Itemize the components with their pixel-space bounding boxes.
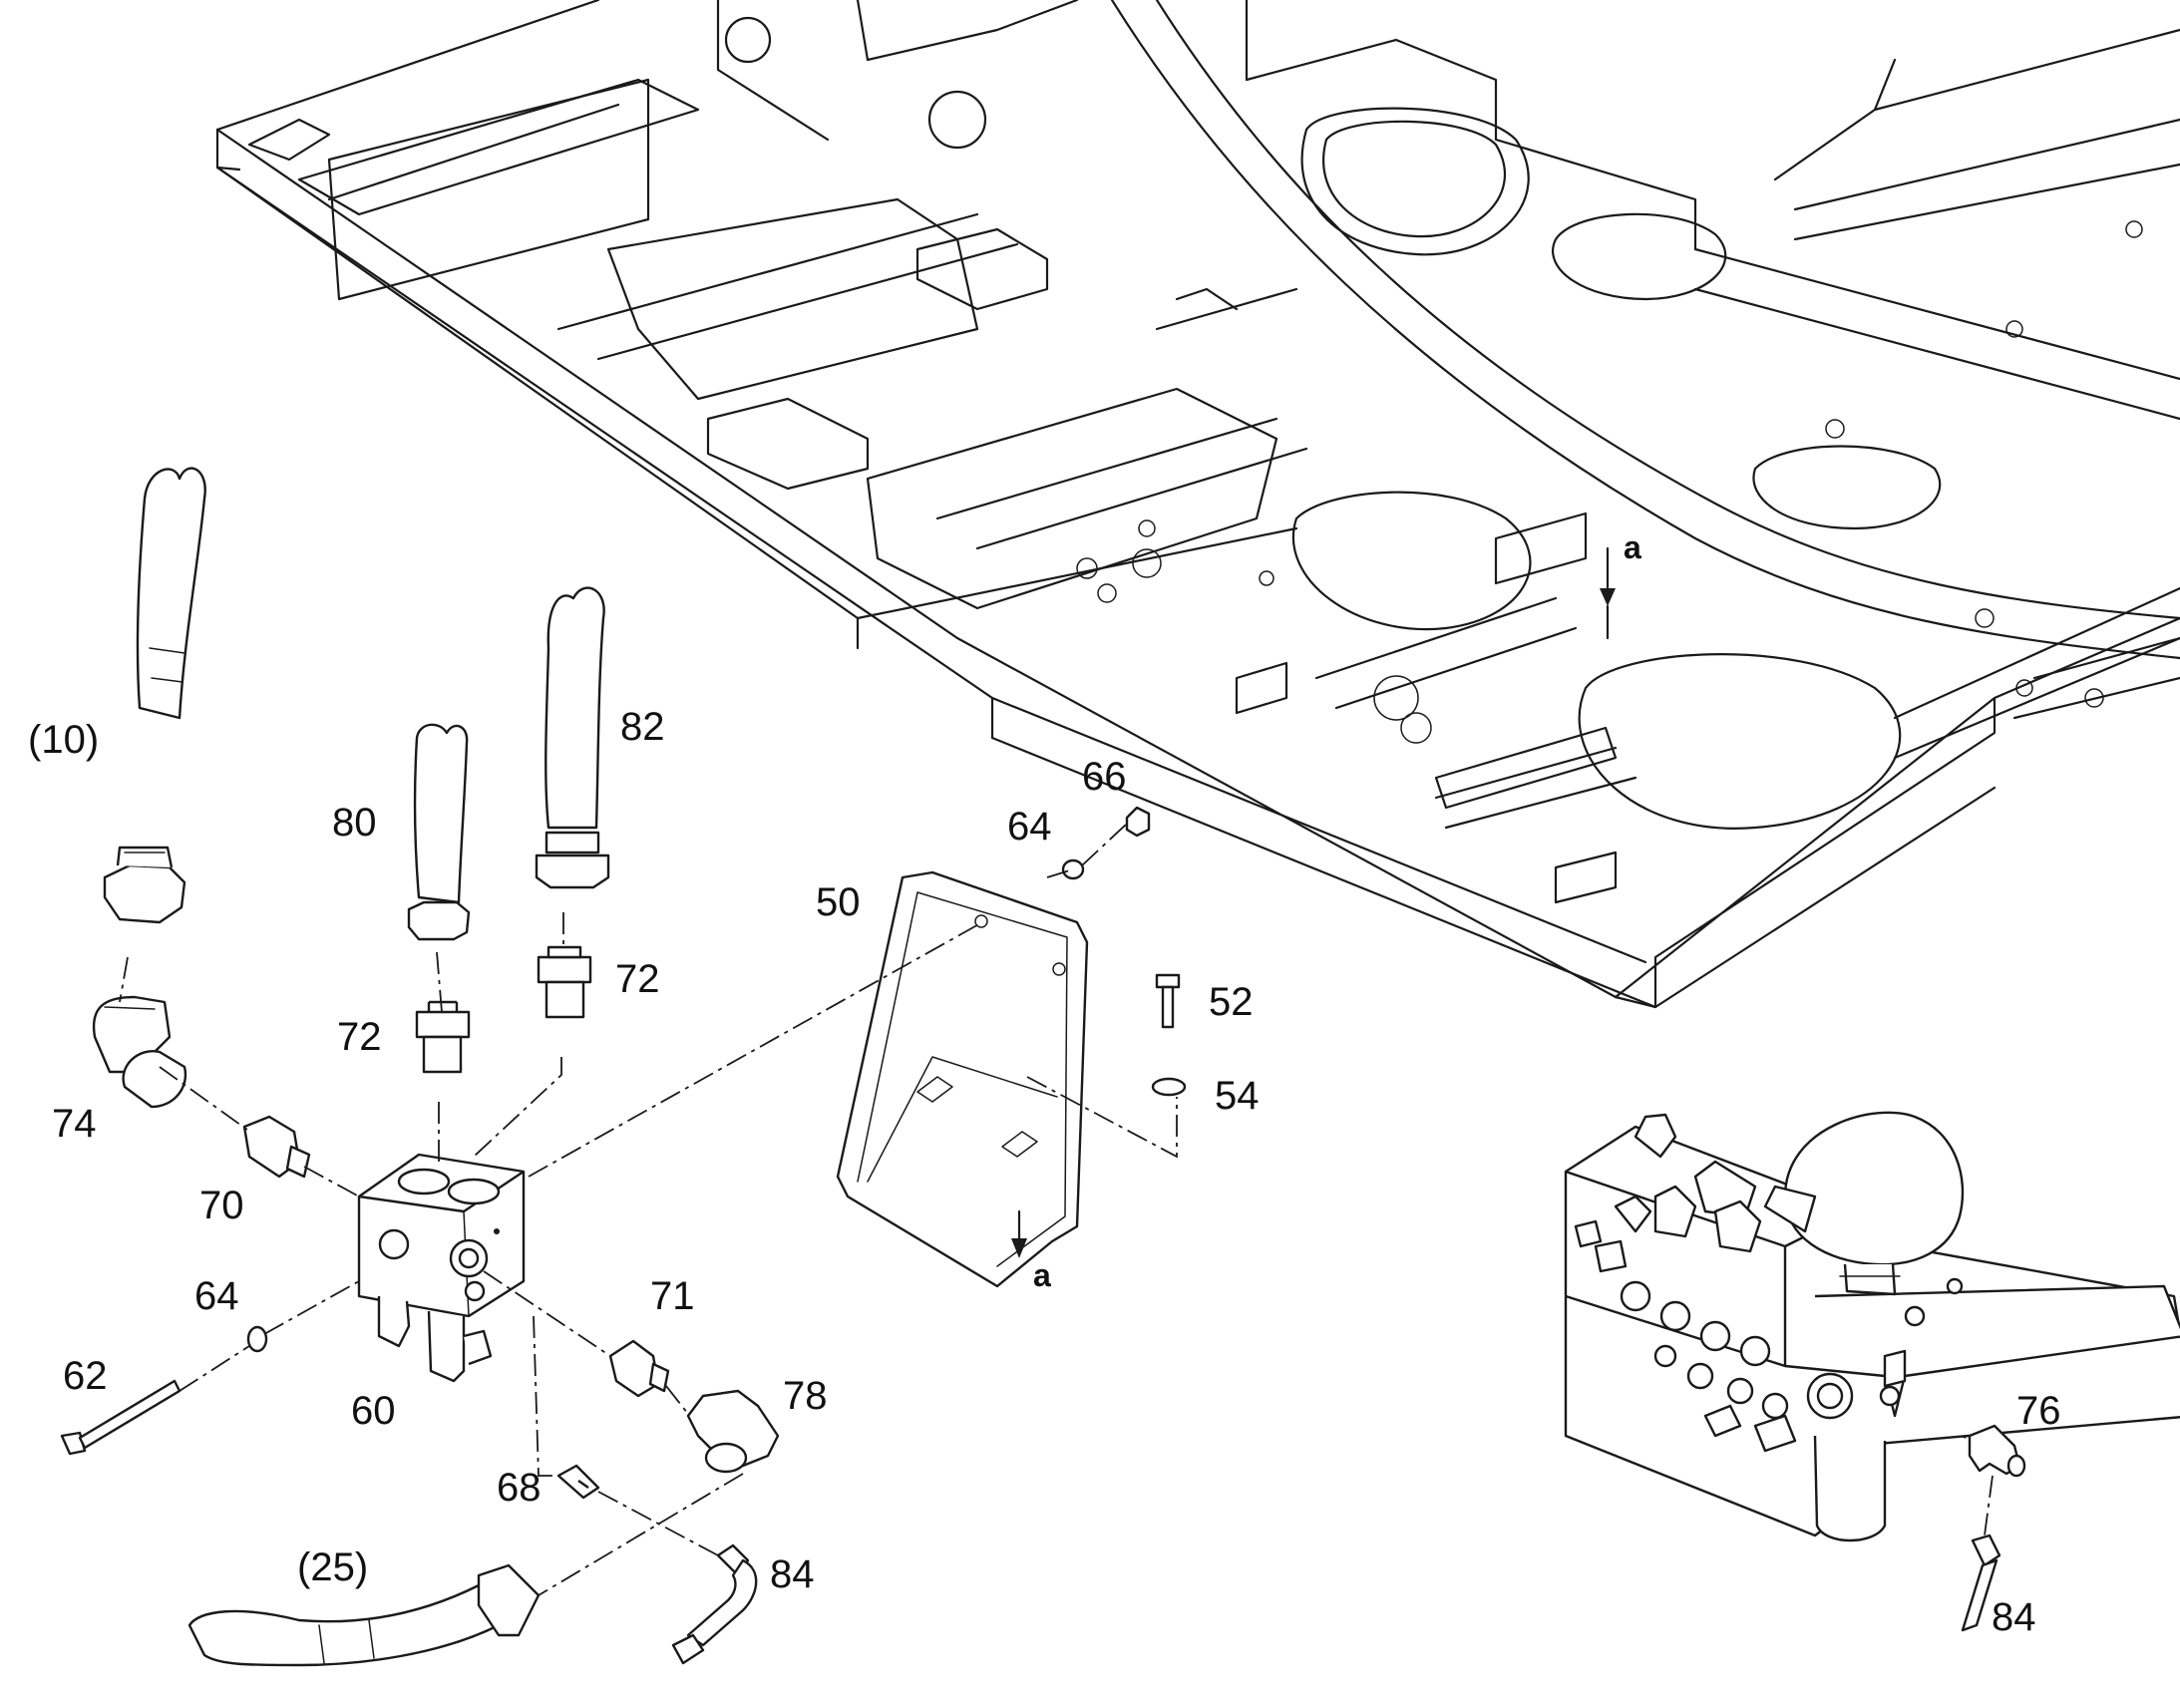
label-84-left: 84 <box>770 1552 815 1596</box>
label-54: 54 <box>1215 1074 1260 1118</box>
hose-80 <box>407 723 471 941</box>
label-80: 80 <box>332 801 377 845</box>
label-60: 60 <box>351 1389 396 1433</box>
nut-66 <box>1125 806 1151 838</box>
bolt-52 <box>1155 973 1181 1029</box>
nut-78 <box>686 1389 780 1474</box>
elbow-74 <box>92 995 187 1109</box>
adapter-71 <box>608 1339 670 1398</box>
label-62: 62 <box>63 1354 108 1398</box>
frame-holes <box>1076 220 2143 744</box>
detail-view-a-assembly <box>1564 1111 2180 1542</box>
label-50: 50 <box>816 880 861 924</box>
label-52: 52 <box>1209 980 1254 1024</box>
washer-64-left <box>246 1325 268 1353</box>
label-72-right: 72 <box>615 957 660 1001</box>
valve-block-60 <box>357 1153 526 1383</box>
label-71: 71 <box>650 1274 695 1318</box>
hose-10 <box>103 467 206 924</box>
washer-54 <box>1151 1077 1187 1097</box>
washer-64-right <box>1061 858 1085 880</box>
label-25: (25) <box>297 1545 368 1589</box>
hose-84-left <box>671 1543 758 1665</box>
hose-84-right <box>1961 1534 2001 1632</box>
hose-82 <box>535 586 610 889</box>
label-64-right: 64 <box>1007 805 1052 849</box>
label-78: 78 <box>783 1374 828 1418</box>
label-82: 82 <box>620 705 665 749</box>
label-64-left: 64 <box>194 1274 239 1318</box>
adapter-70 <box>242 1115 311 1179</box>
hose-25 <box>187 1563 541 1667</box>
chassis-frame <box>215 0 2180 1009</box>
fitting-68 <box>556 1464 600 1500</box>
fitting-72-right <box>537 945 592 1019</box>
label-10: (10) <box>28 718 99 762</box>
label-68: 68 <box>497 1466 542 1510</box>
assembly-leader-lines <box>119 823 1994 1596</box>
bracket-50 <box>836 870 1089 1288</box>
label-74: 74 <box>52 1102 97 1146</box>
label-76: 76 <box>2016 1389 2061 1433</box>
fitting-72-left <box>415 1000 471 1074</box>
label-84-right: 84 <box>1992 1595 2036 1639</box>
label-70: 70 <box>199 1184 244 1227</box>
label-66: 66 <box>1082 755 1127 799</box>
tee-76 <box>1968 1424 2026 1478</box>
label-view-a-top: a <box>1624 529 1641 565</box>
part-labels: (10) (25) 50 52 54 60 62 64 64 66 68 70 … <box>28 529 2061 1639</box>
view-arrow-a-top <box>1600 546 1616 640</box>
label-view-a-bottom: a <box>1033 1257 1051 1293</box>
view-arrow-a-bottom <box>1011 1209 1027 1258</box>
label-72-left: 72 <box>337 1015 382 1059</box>
